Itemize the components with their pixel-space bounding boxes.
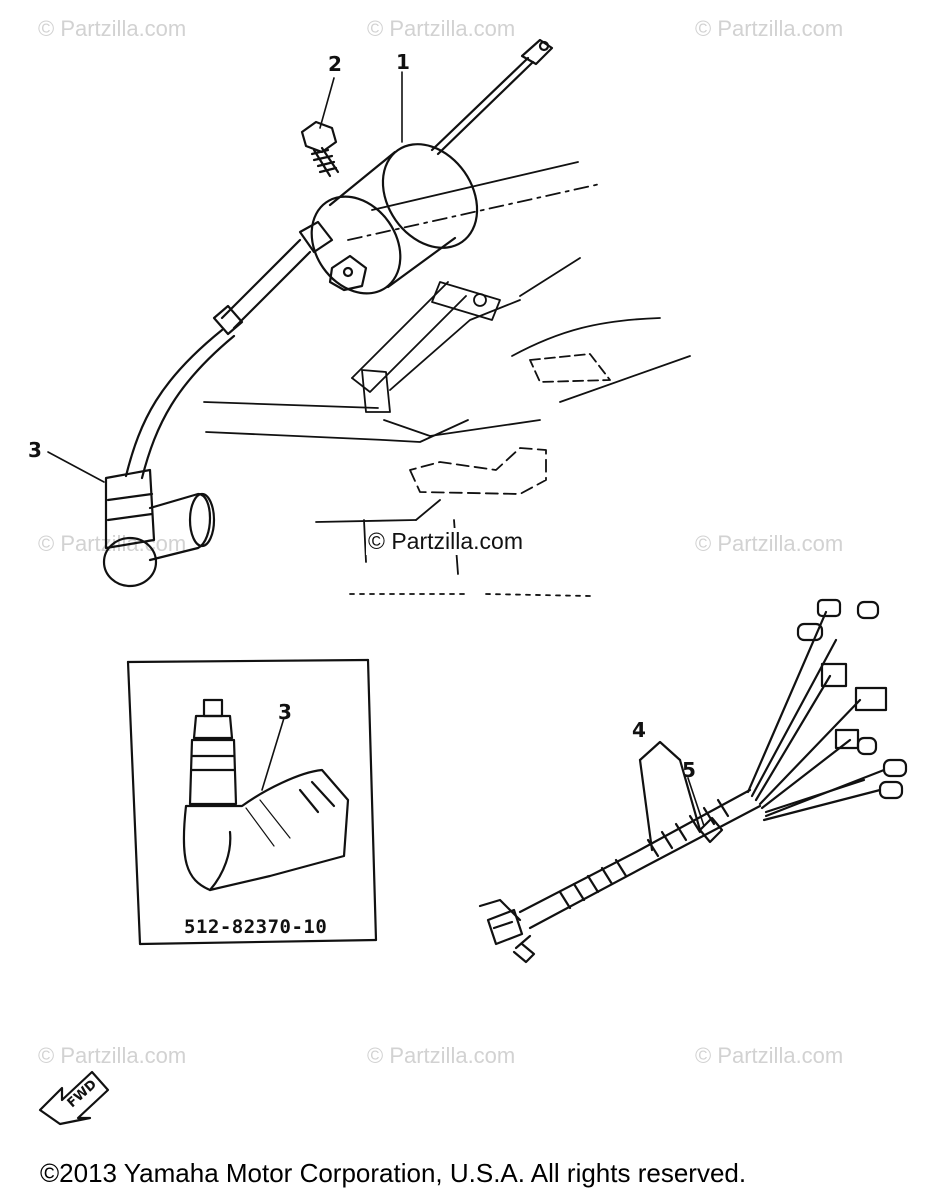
watermark: © Partzilla.com [367,1043,516,1068]
ignition-coil-drawing [298,38,554,295]
center-watermark: © Partzilla.com [366,528,525,555]
watermark: © Partzilla.com [695,1043,844,1068]
inset-box-drawing [126,658,378,946]
callout-screw: 2 [328,52,342,76]
screw-drawing [300,120,340,178]
watermark: © Partzilla.com [367,16,516,41]
leader-lines [47,71,705,827]
callout-band: 5 [682,758,696,782]
callout-plug-cap: 3 [28,438,42,462]
callout-wire-harness: 4 [632,718,646,742]
copyright-notice: ©2013 Yamaha Motor Corporation, U.S.A. A… [40,1158,747,1188]
watermark: © Partzilla.com [38,16,187,41]
fwd-arrow-icon: FWD [38,1070,110,1126]
watermark: © Partzilla.com [695,16,844,41]
watermark: © Partzilla.com [38,1043,187,1068]
callout-ignition-coil: 1 [396,50,410,74]
inset-part-number: 512-82370-10 [184,916,328,938]
callout-inset-plug-cap: 3 [278,700,292,724]
plug-lead-drawing [102,238,312,588]
watermark: © Partzilla.com [695,531,844,556]
wire-harness-drawing [478,598,908,964]
